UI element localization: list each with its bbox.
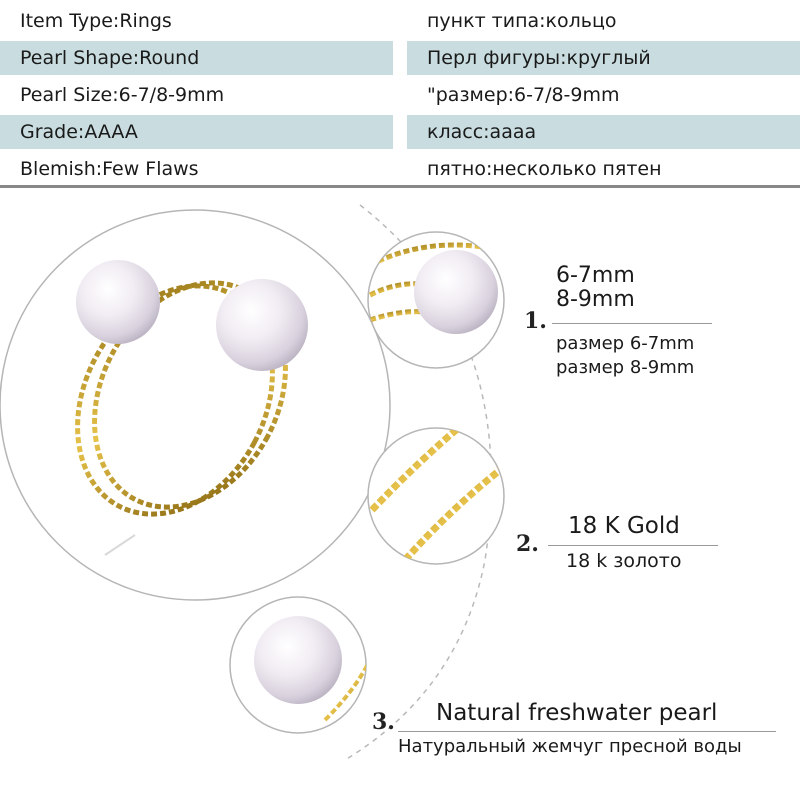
spec-cell-ru: класс:аааа — [407, 115, 800, 149]
main-circle-outline — [0, 209, 391, 601]
main-ring — [75, 260, 308, 556]
spec-cell-en: Item Type:Rings — [20, 10, 172, 32]
spec-cell-en: Pearl Shape:Round — [0, 41, 393, 75]
feature-subtitle: 18 k золото — [566, 550, 682, 572]
spec-cell-en: Blemish:Few Flaws — [20, 158, 199, 180]
spec-row: Item Type:Rings пункт типа:кольцо — [0, 2, 800, 40]
spec-cell-en: Pearl Size:6-7/8-9mm — [20, 84, 225, 106]
detail-circle-gold — [367, 427, 505, 565]
feature-subtitle: размер 6-7mm размер 8-9mm — [556, 333, 695, 378]
feature-subtitle: Натуральный жемчуг пресной воды — [398, 736, 742, 757]
spec-row: Pearl Size:6-7/8-9mm "размер:6-7/8-9mm — [0, 76, 800, 114]
spec-cell-ru: пятно:несколько пятен — [427, 158, 662, 180]
spec-row: Grade:AAAA класс:аааа — [0, 113, 800, 151]
table-divider — [0, 185, 800, 188]
feature-divider — [548, 545, 718, 546]
feature-number: 2. — [516, 531, 539, 557]
spec-cell-ru: пункт типа:кольцо — [427, 10, 617, 32]
spec-cell-ru: "размер:6-7/8-9mm — [427, 84, 620, 106]
feature-divider — [398, 731, 776, 732]
spec-cell-en: Grade:AAAA — [0, 115, 393, 149]
feature-title: 18 K Gold — [568, 513, 680, 539]
spec-cell-ru: Перл фигуры:круглый — [407, 41, 800, 75]
feature-divider — [552, 323, 712, 324]
feature-number: 3. — [372, 709, 395, 735]
spec-row: Pearl Shape:Round Перл фигуры:круглый — [0, 39, 800, 77]
spec-row: Blemish:Few Flaws пятно:несколько пятен — [0, 150, 800, 188]
feature-number: 1. — [524, 308, 547, 334]
feature-title: 6-7mm 8-9mm — [556, 263, 635, 312]
feature-title: Natural freshwater pearl — [436, 700, 718, 726]
